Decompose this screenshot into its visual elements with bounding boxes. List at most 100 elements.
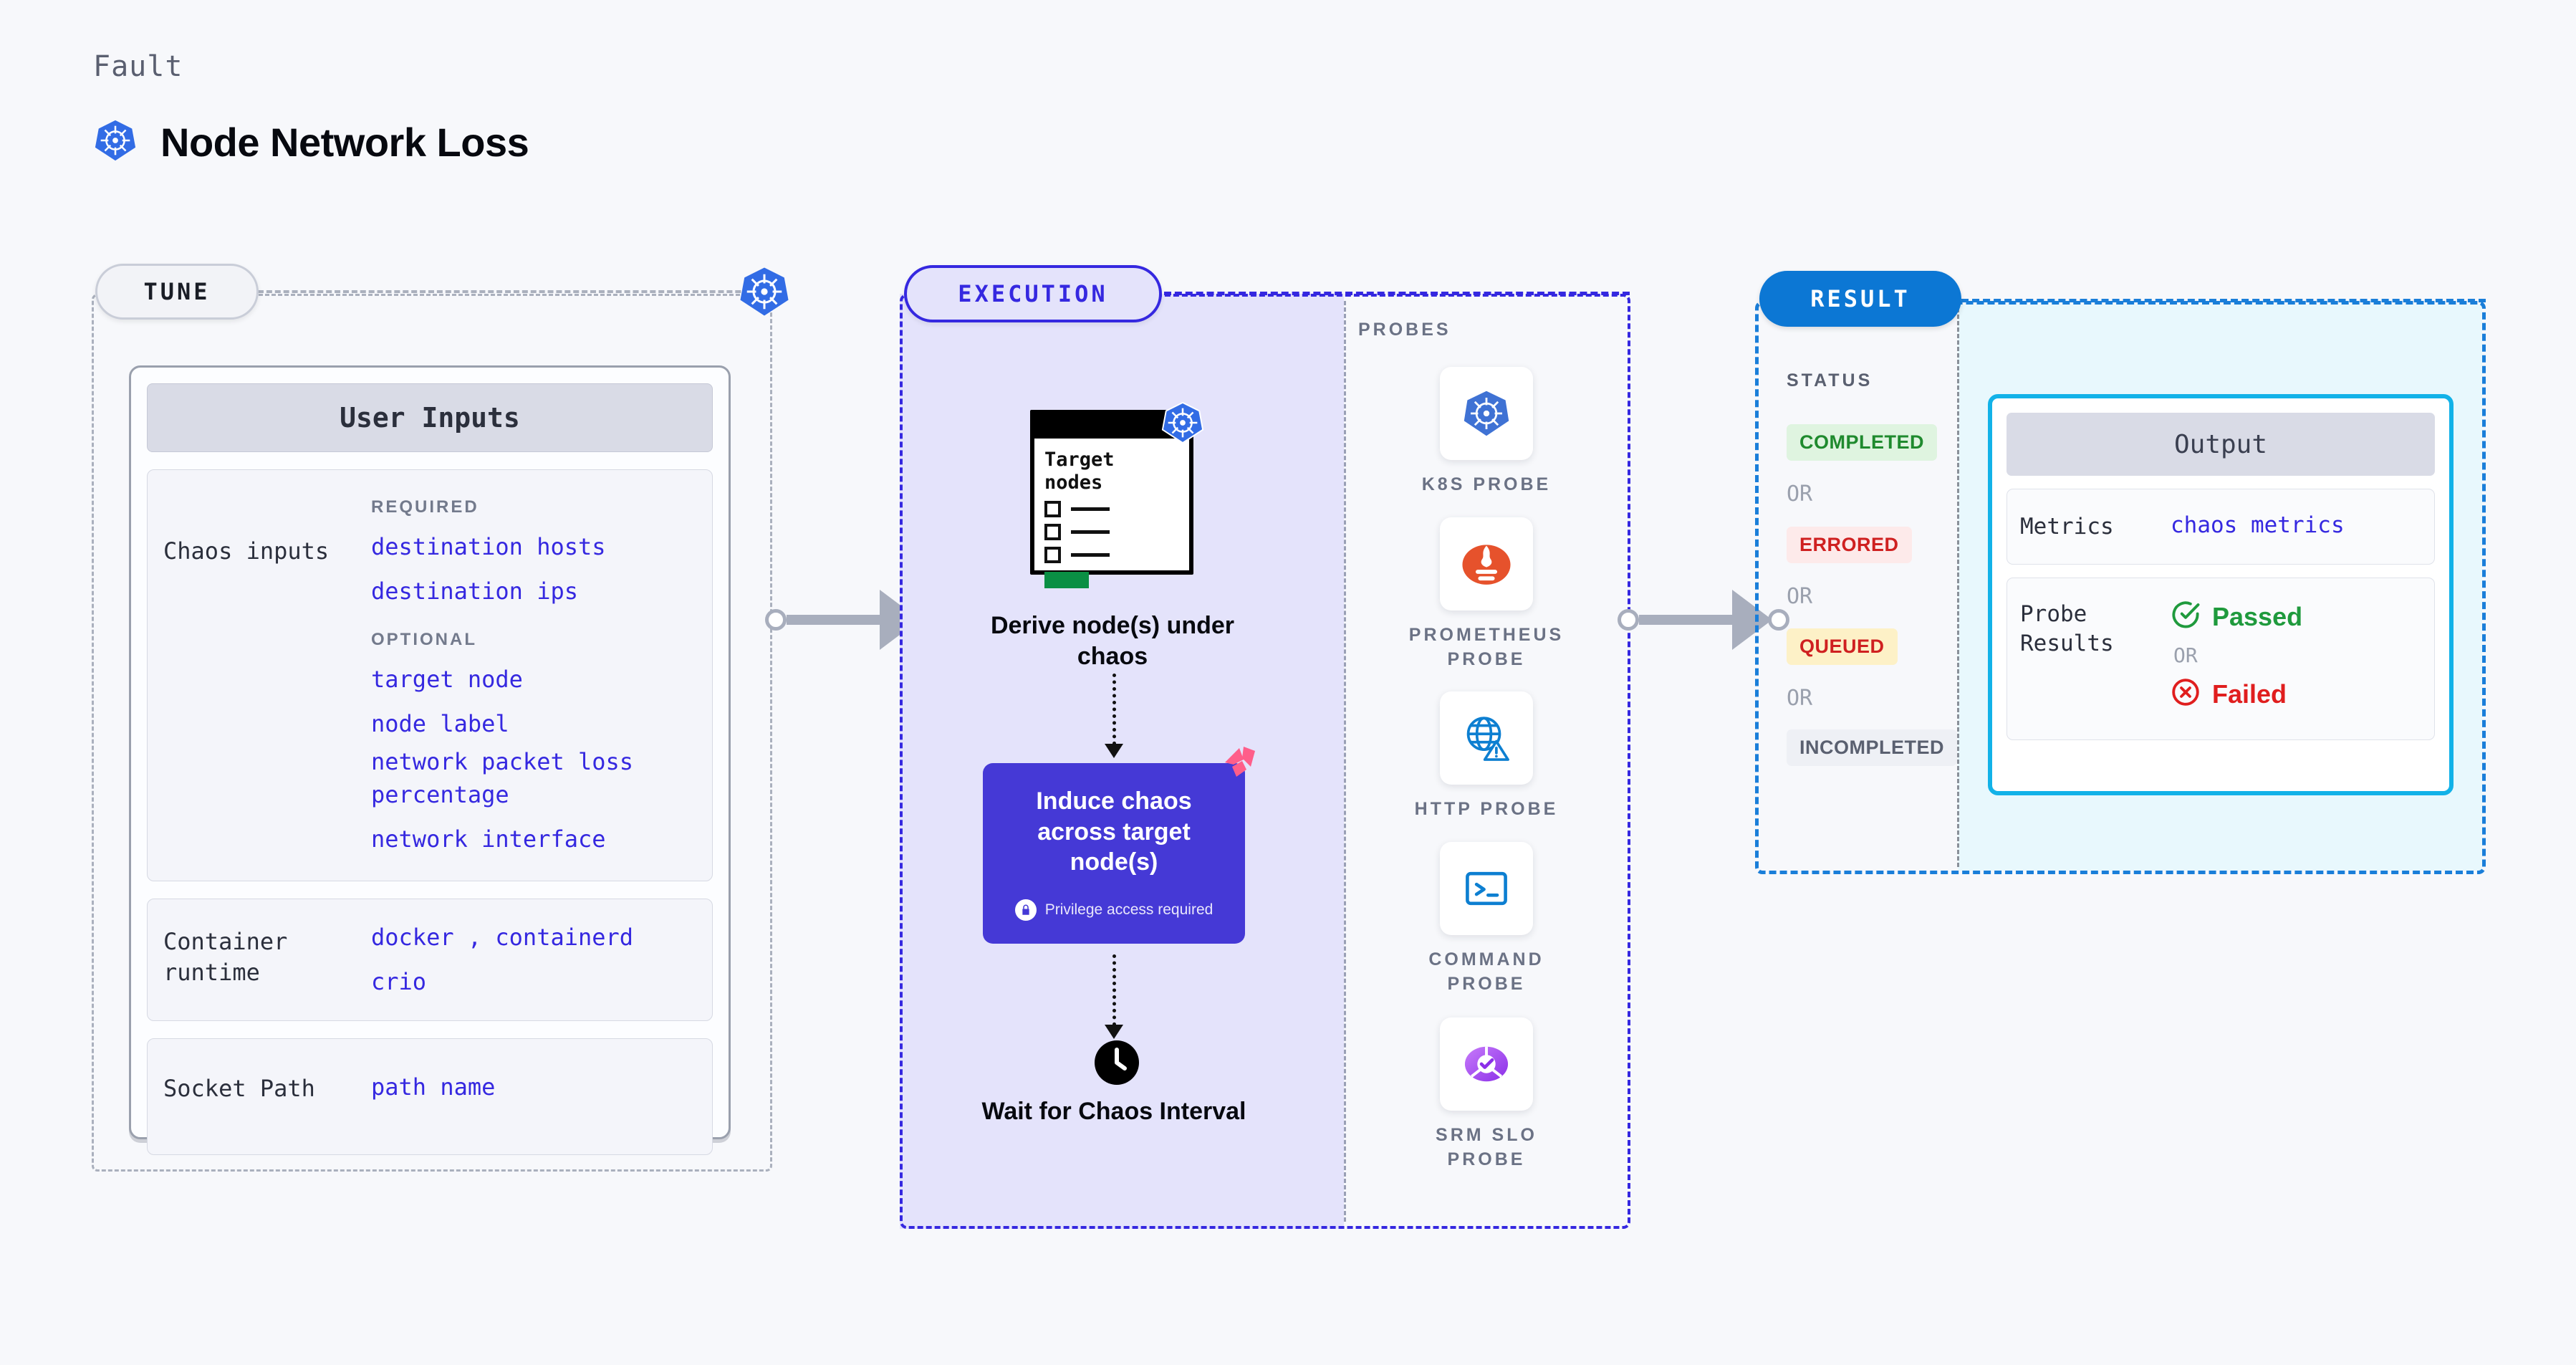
probe-passed: Passed	[2171, 600, 2302, 633]
tune-panel	[92, 294, 772, 1172]
input-value[interactable]: destination ips	[371, 578, 578, 605]
fault-title-row: Node Network Loss	[93, 118, 529, 166]
metrics-row: Metrics chaos metrics	[2007, 489, 2435, 565]
line-icon	[1071, 552, 1110, 557]
probe-label: SRM SLO PROBE	[1436, 1125, 1537, 1169]
input-value[interactable]: docker , containerd	[371, 923, 634, 951]
input-value[interactable]: path name	[371, 1073, 496, 1101]
status-badge-errored: ERRORED	[1787, 527, 1912, 563]
target-nodes-title: Target nodes	[1044, 449, 1115, 494]
probe-passed-text: Passed	[2212, 601, 2303, 631]
checkbox-icon	[1044, 546, 1061, 563]
probe-results-row: Probe Results Passed OR	[2007, 578, 2435, 741]
result-divider	[1957, 308, 1959, 867]
target-nodes-card: Target nodes	[1030, 410, 1193, 588]
connector-dot	[1768, 609, 1789, 631]
execution-panel	[900, 294, 1630, 1229]
result-dash-connector	[1961, 299, 2486, 302]
probe-label: K8S PROBE	[1421, 474, 1552, 494]
status-badge-completed: COMPLETED	[1787, 424, 1938, 461]
checkbox-icon	[1044, 523, 1061, 540]
status-title: STATUS	[1787, 370, 1873, 391]
probe-failed: Failed	[2171, 677, 2302, 711]
connector-dot	[1618, 609, 1639, 631]
induce-chaos-box: Induce chaos across target node(s) Privi…	[983, 763, 1245, 944]
probe-item-k8s[interactable]: K8S PROBE	[1393, 367, 1580, 497]
input-value[interactable]: crio	[371, 968, 427, 996]
result-panel	[1755, 301, 2486, 874]
user-inputs-card: User Inputs Chaos inputs REQUIRED destin…	[129, 365, 731, 1155]
probe-item-command[interactable]: COMMAND PROBE	[1393, 842, 1580, 997]
or-label: OR	[1787, 686, 1813, 711]
probe-item-prometheus[interactable]: PROMETHEUS PROBE	[1393, 517, 1580, 672]
flow-arrow-line	[1112, 954, 1116, 1026]
progress-bar	[1044, 571, 1089, 588]
chaos-inputs-section: Chaos inputs REQUIRED destination hosts …	[147, 469, 713, 881]
required-tag: REQUIRED	[371, 497, 479, 517]
container-runtime-section: Container runtime docker , containerd cr…	[147, 898, 713, 1021]
user-inputs-title: User Inputs	[147, 383, 713, 452]
probe-label: HTTP PROBE	[1414, 799, 1559, 819]
status-badge-queued: QUEUED	[1787, 628, 1898, 665]
kubernetes-icon	[1440, 367, 1533, 460]
probe-item-http[interactable]: HTTP PROBE	[1393, 691, 1580, 822]
metrics-value[interactable]: chaos metrics	[2171, 512, 2345, 538]
probe-label: COMMAND PROBE	[1428, 949, 1544, 994]
or-label: OR	[2173, 643, 2198, 668]
probes-title: PROBES	[1358, 320, 1451, 340]
probes-divider	[1344, 301, 1346, 1222]
tune-pill-label: TUNE	[95, 264, 259, 320]
kubernetes-icon	[1160, 401, 1205, 445]
prometheus-icon	[1440, 517, 1533, 610]
list-item	[1044, 500, 1179, 517]
probe-item-srm-slo[interactable]: SRM SLO PROBE	[1393, 1017, 1580, 1172]
socket-path-section: Socket Path path name	[147, 1038, 713, 1155]
arrow-head-icon	[1732, 590, 1772, 650]
output-card: Output Metrics chaos metrics Probe Resul…	[1988, 394, 2454, 795]
line-icon	[1071, 507, 1110, 511]
globe-warning-icon	[1440, 691, 1533, 785]
probe-label: PROMETHEUS PROBE	[1408, 625, 1565, 669]
fault-label: Fault	[93, 50, 183, 83]
input-value[interactable]: network interface	[371, 825, 606, 853]
x-circle-icon	[2171, 677, 2201, 711]
input-value[interactable]: network packet loss percentage	[371, 747, 634, 808]
lock-icon	[1014, 899, 1037, 921]
privilege-note-text: Privilege access required	[1044, 901, 1213, 918]
flow-arrow-line	[1112, 674, 1116, 745]
line-icon	[1071, 530, 1110, 534]
section-label: Chaos inputs	[163, 537, 330, 565]
input-value[interactable]: node label	[371, 710, 509, 738]
or-label: OR	[1787, 584, 1813, 609]
checkbox-icon	[1044, 500, 1061, 517]
check-circle-icon	[2171, 600, 2201, 633]
input-value[interactable]: target node	[371, 665, 523, 693]
section-label: Socket Path	[163, 1074, 315, 1102]
section-label: Container runtime	[163, 927, 288, 986]
derive-nodes-label: Derive node(s) under chaos	[990, 612, 1235, 671]
connector-line	[787, 615, 881, 625]
result-pill-label: RESULT	[1759, 271, 1961, 327]
kubernetes-icon	[93, 118, 138, 166]
metrics-label: Metrics	[2020, 514, 2114, 540]
output-title: Output	[2007, 413, 2435, 476]
wait-interval-label: Wait for Chaos Interval	[981, 1098, 1246, 1125]
execution-pill-label: EXECUTION	[904, 265, 1162, 322]
terminal-icon	[1440, 842, 1533, 935]
probe-failed-text: Failed	[2212, 679, 2287, 709]
arrow-head-icon	[1105, 744, 1123, 758]
privilege-note: Privilege access required	[1014, 899, 1213, 921]
clock-icon	[1094, 1040, 1140, 1086]
connector-dot	[765, 609, 787, 631]
induce-chaos-title: Induce chaos across target node(s)	[1036, 787, 1192, 876]
or-label: OR	[1787, 482, 1813, 507]
list-item	[1044, 523, 1179, 540]
tune-dash-connector	[258, 290, 766, 293]
list-item	[1044, 546, 1179, 563]
connector-line	[1639, 615, 1734, 625]
arrow-head-icon	[1105, 1025, 1123, 1039]
optional-tag: OPTIONAL	[371, 629, 477, 649]
probe-results-label: Probe Results	[2020, 601, 2114, 656]
input-value[interactable]: destination hosts	[371, 533, 606, 560]
page-title: Node Network Loss	[160, 120, 529, 165]
